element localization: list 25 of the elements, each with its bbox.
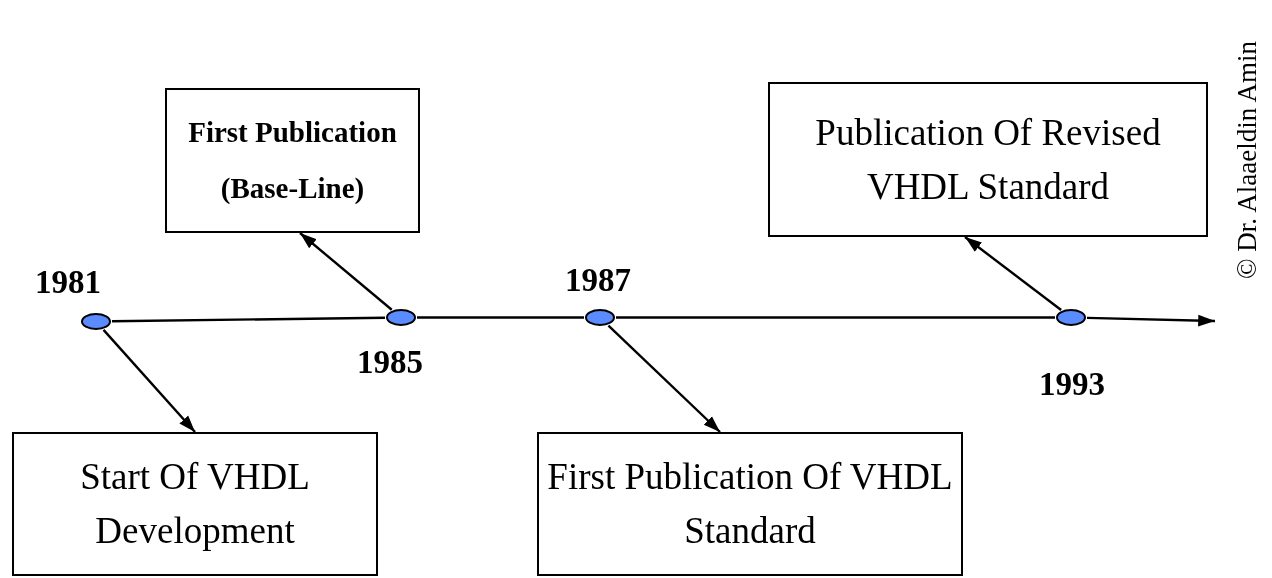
event-box [768, 82, 1208, 237]
event-text: First Publication Of VHDL Standard [546, 455, 954, 553]
timeline-dot [81, 313, 111, 330]
event-box [537, 432, 963, 576]
event-box [12, 432, 378, 576]
arrow [607, 324, 721, 433]
timeline-line [112, 316, 385, 323]
timeline-line [417, 316, 584, 319]
event-text: Start Of VHDL Development [79, 455, 311, 553]
event-box [165, 88, 420, 233]
event-text: First Publication (Base-Line) [187, 115, 398, 206]
year-label: 1987 [565, 261, 631, 299]
year-label: 1981 [35, 263, 101, 301]
timeline-dot [585, 309, 615, 326]
timeline-line [1086, 314, 1216, 327]
timeline-dot [1056, 309, 1086, 326]
year-label: 1993 [1039, 365, 1105, 403]
arrow [102, 329, 196, 433]
timeline-line [616, 316, 1055, 319]
timeline-dot [386, 309, 416, 326]
copyright-note: © Dr. Alaaeldin Amin [1231, 41, 1263, 279]
event-text: Publication Of Revised VHDL Standard [814, 110, 1162, 209]
arrow [299, 232, 393, 311]
arrow [964, 236, 1062, 311]
year-label: 1985 [357, 343, 423, 381]
